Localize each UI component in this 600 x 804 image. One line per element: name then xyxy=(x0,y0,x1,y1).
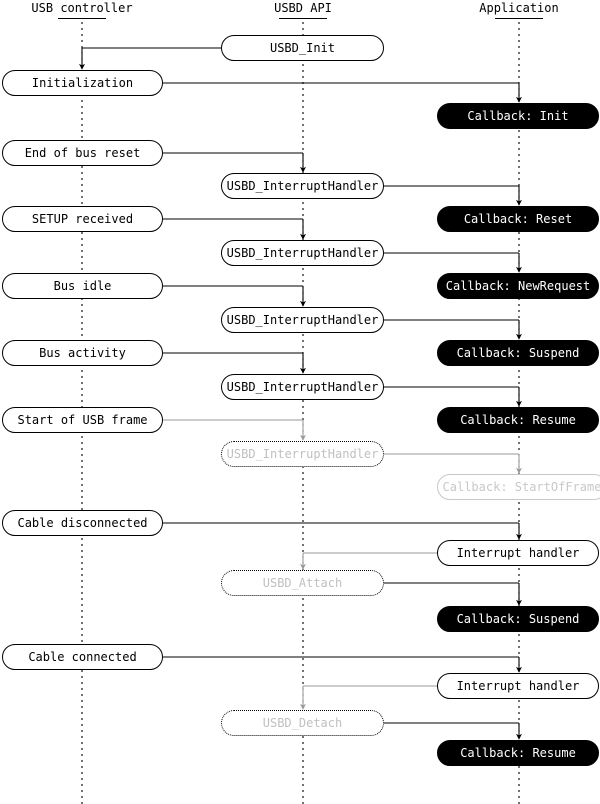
node-usbd-attach[interactable]: USBD_Attach xyxy=(221,570,384,596)
node-label: Interrupt handler xyxy=(456,679,580,693)
node-start-of-usb-frame[interactable]: Start of USB frame xyxy=(2,407,163,433)
node-interrupt-handler-a[interactable]: Interrupt handler xyxy=(437,540,599,566)
node-bus-activity[interactable]: Bus activity xyxy=(2,340,163,366)
node-label: Bus activity xyxy=(39,346,126,360)
node-label: USBD_Init xyxy=(269,41,336,55)
node-label: USBD_InterruptHandler xyxy=(226,380,379,394)
node-callback-reset[interactable]: Callback: Reset xyxy=(437,206,599,232)
node-label: SETUP received xyxy=(31,212,134,226)
node-interrupt-handler-b[interactable]: Interrupt handler xyxy=(437,673,599,699)
node-usbd-detach[interactable]: USBD_Detach xyxy=(221,710,384,736)
node-callback-startofframe[interactable]: Callback: StartOfFrame xyxy=(437,474,600,500)
node-label: Callback: NewRequest xyxy=(445,279,591,293)
node-label: Callback: Resume xyxy=(460,746,576,760)
node-label: Bus idle xyxy=(53,279,112,293)
node-label: Callback: StartOfFrame xyxy=(442,480,600,494)
lane-header-usbd-api: USBD API xyxy=(274,1,332,15)
node-label: Callback: Init xyxy=(467,109,569,123)
node-label: USBD_InterruptHandler xyxy=(226,447,379,461)
node-label: USBD_Detach xyxy=(262,716,343,730)
node-label: Cable disconnected xyxy=(17,516,148,530)
node-callback-suspend-2[interactable]: Callback: Suspend xyxy=(437,606,599,632)
node-label: Start of USB frame xyxy=(17,413,148,427)
node-callback-newrequest[interactable]: Callback: NewRequest xyxy=(437,273,599,299)
node-callback-resume-2[interactable]: Callback: Resume xyxy=(437,740,599,766)
node-interrupt-handler-4[interactable]: USBD_InterruptHandler xyxy=(221,374,384,400)
node-label: USBD_Attach xyxy=(262,576,343,590)
node-cable-disconnected[interactable]: Cable disconnected xyxy=(2,510,163,536)
node-initialization[interactable]: Initialization xyxy=(2,70,163,96)
lane-header-usb-controller: USB controller xyxy=(31,1,133,15)
node-label: End of bus reset xyxy=(24,146,141,160)
lane-header-application: Application xyxy=(479,1,559,15)
node-usbd-init[interactable]: USBD_Init xyxy=(221,35,384,61)
node-label: Cable connected xyxy=(28,650,137,664)
node-label: Callback: Suspend xyxy=(456,612,580,626)
node-callback-suspend-1[interactable]: Callback: Suspend xyxy=(437,340,599,366)
node-label: Initialization xyxy=(31,76,134,90)
node-label: Callback: Reset xyxy=(463,212,573,226)
node-end-of-bus-reset[interactable]: End of bus reset xyxy=(2,140,163,166)
node-setup-received[interactable]: SETUP received xyxy=(2,206,163,232)
node-label: Callback: Suspend xyxy=(456,346,580,360)
node-interrupt-handler-1[interactable]: USBD_InterruptHandler xyxy=(221,173,384,199)
node-interrupt-handler-3[interactable]: USBD_InterruptHandler xyxy=(221,307,384,333)
node-bus-idle[interactable]: Bus idle xyxy=(2,273,163,299)
node-label: USBD_InterruptHandler xyxy=(226,179,379,193)
node-cable-connected[interactable]: Cable connected xyxy=(2,644,163,670)
node-label: USBD_InterruptHandler xyxy=(226,246,379,260)
node-callback-resume-1[interactable]: Callback: Resume xyxy=(437,407,599,433)
node-label: Callback: Resume xyxy=(460,413,576,427)
node-interrupt-handler-2[interactable]: USBD_InterruptHandler xyxy=(221,240,384,266)
node-interrupt-handler-5[interactable]: USBD_InterruptHandler xyxy=(221,441,384,467)
node-callback-init[interactable]: Callback: Init xyxy=(437,103,599,129)
node-label: Interrupt handler xyxy=(456,546,580,560)
node-label: USBD_InterruptHandler xyxy=(226,313,379,327)
